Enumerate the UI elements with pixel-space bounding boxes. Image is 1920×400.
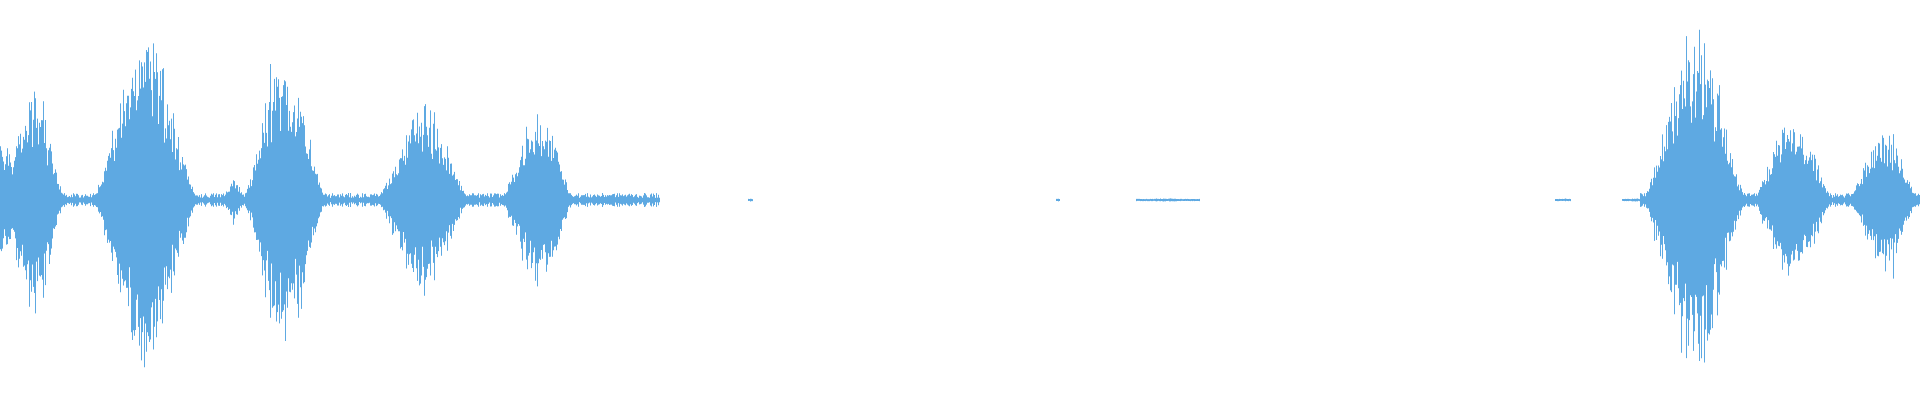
waveform-segment <box>374 104 471 296</box>
waveform-segment <box>90 43 200 368</box>
waveform-segment <box>1056 198 1060 202</box>
waveform-segment <box>576 195 653 205</box>
waveform-segment <box>1751 127 1834 276</box>
waveform-segment <box>1847 134 1920 279</box>
waveform-segment <box>241 64 327 341</box>
waveform-segment <box>748 198 753 202</box>
waveform-segment <box>0 91 66 314</box>
waveform-segment <box>1136 198 1200 202</box>
waveform-segment <box>499 114 576 287</box>
waveform-segment <box>1641 29 1748 363</box>
waveform-segment <box>1555 198 1571 202</box>
waveform-bars <box>0 29 1920 368</box>
